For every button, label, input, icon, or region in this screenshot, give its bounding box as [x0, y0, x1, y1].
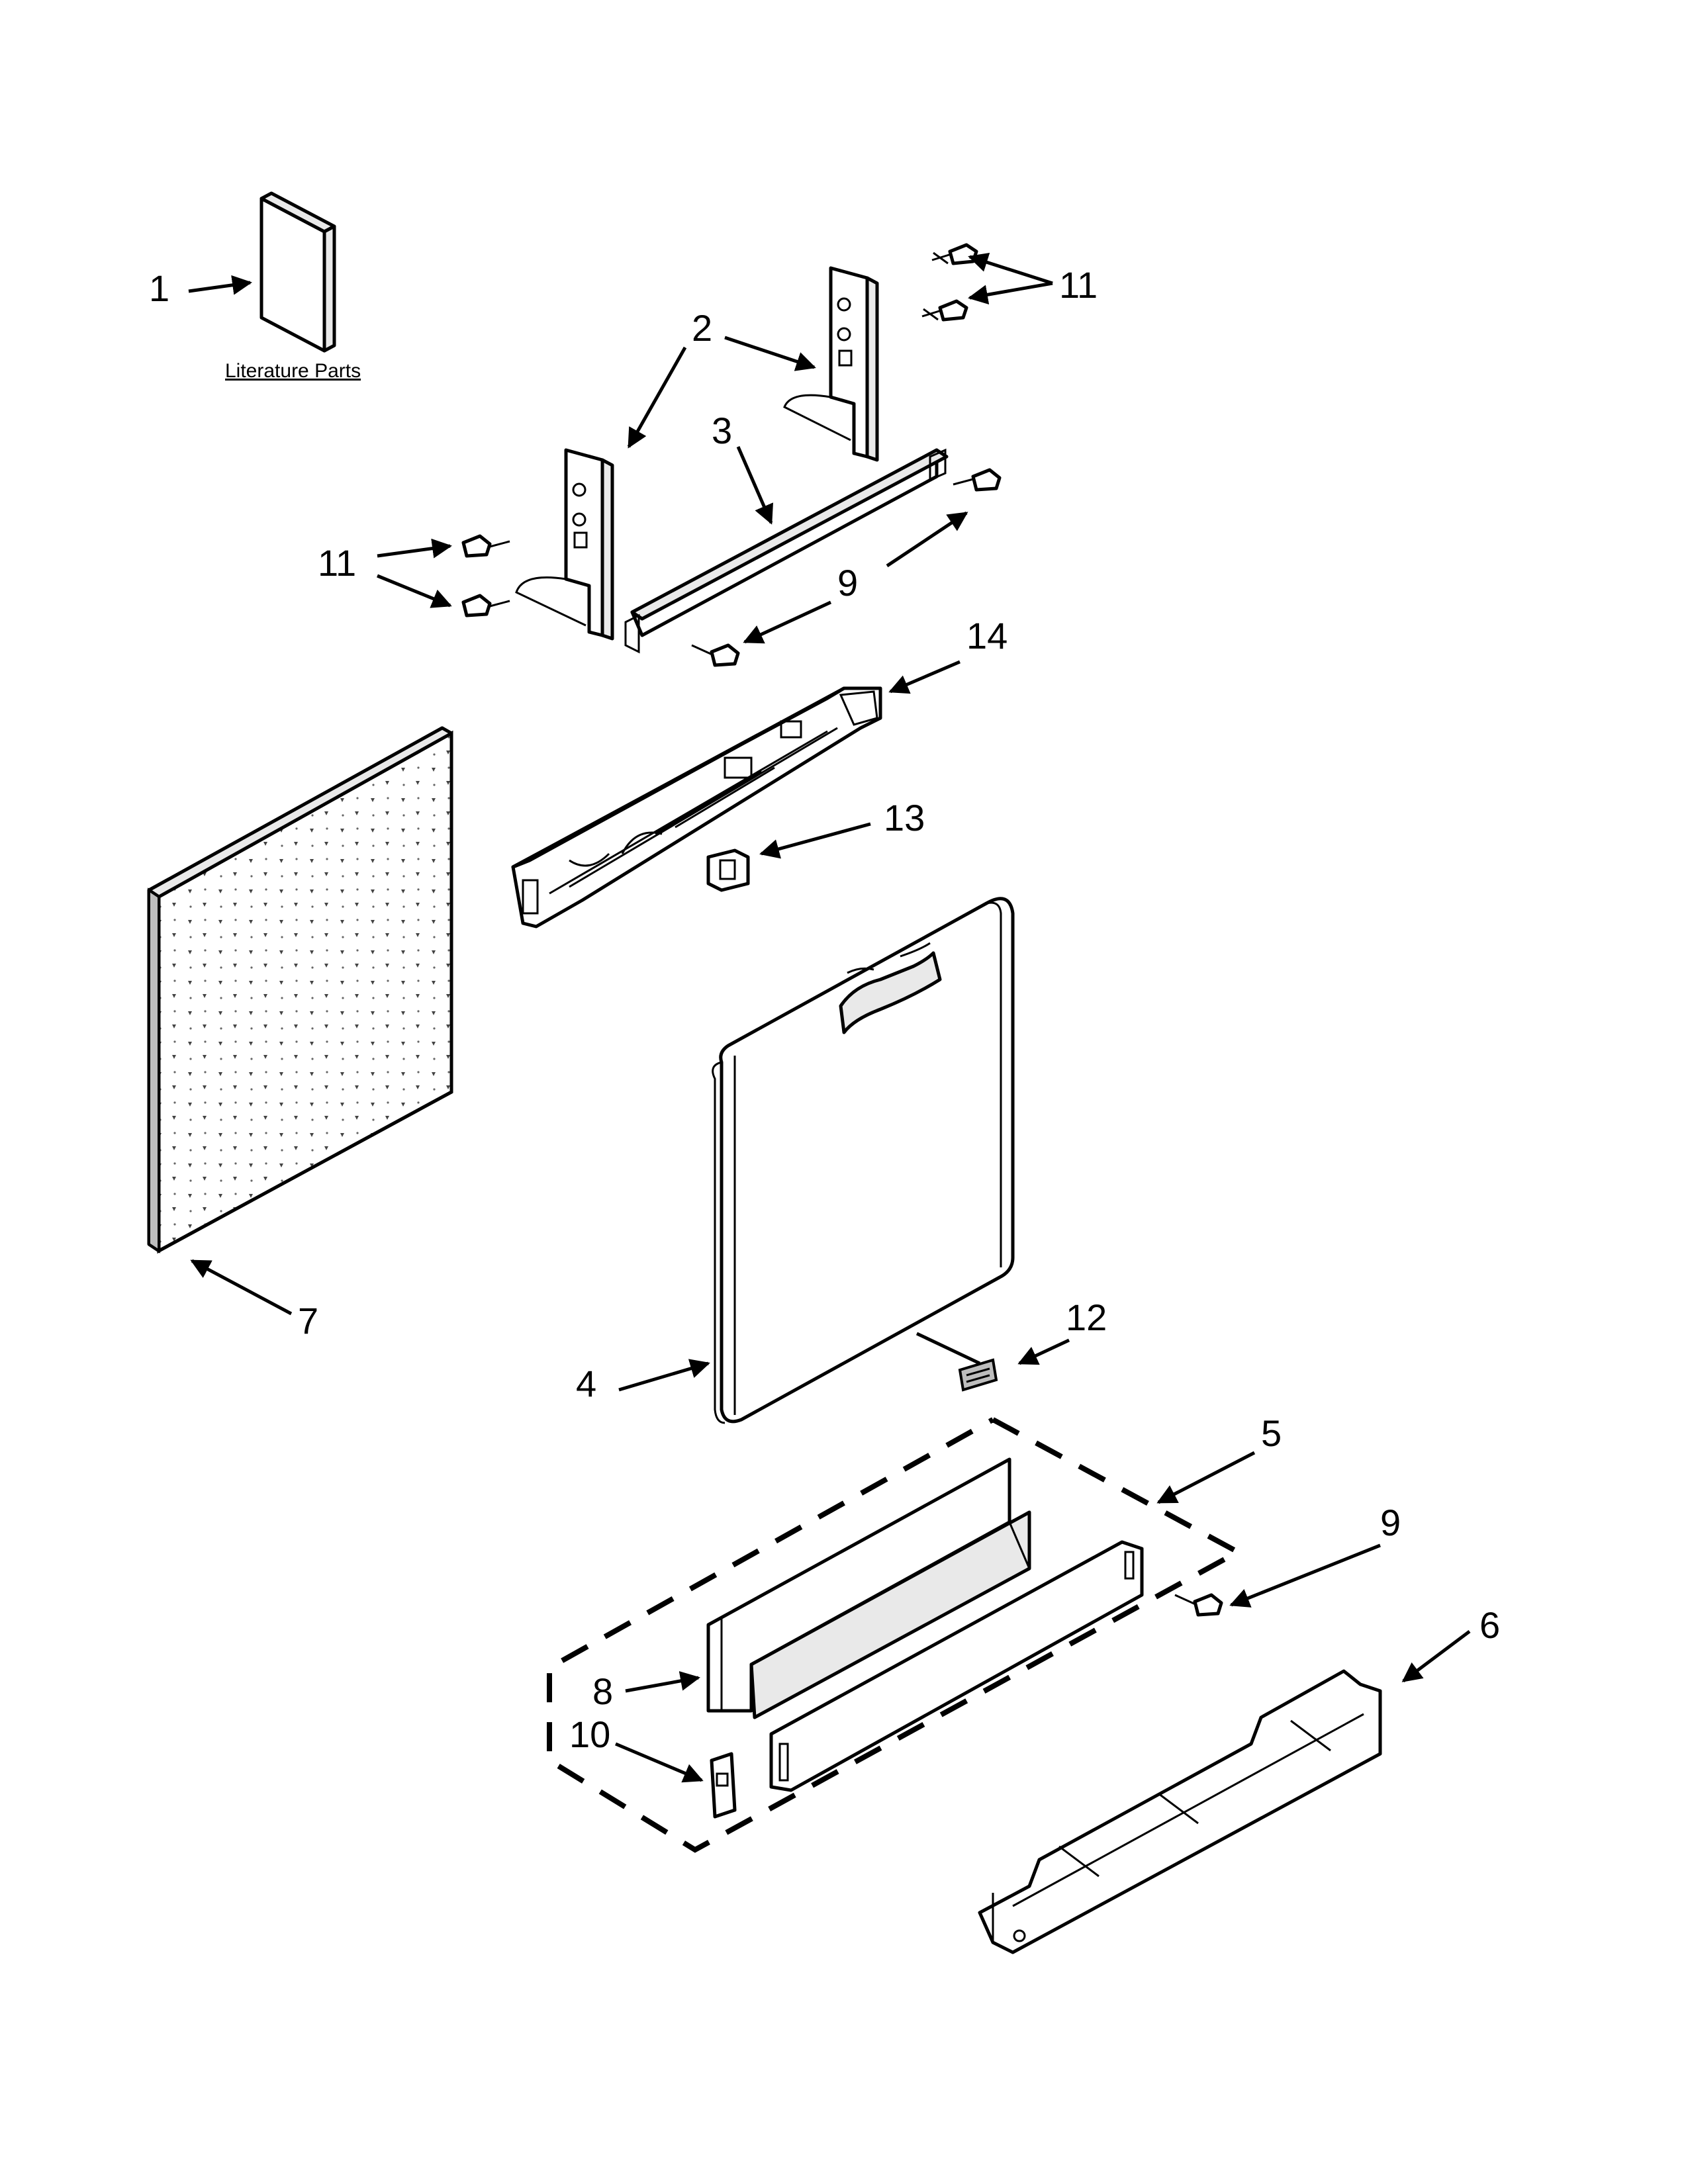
- callout-9-rail: 9: [837, 562, 858, 604]
- toe-panel: [706, 1457, 1031, 1719]
- hinge-bracket-right: [783, 266, 879, 462]
- door-latch: [706, 848, 750, 892]
- toe-panel-assembly-outline: [547, 1417, 1244, 1853]
- callout-1: 1: [149, 267, 169, 309]
- door-badge: [958, 1358, 998, 1392]
- callout-9-toekick: 9: [1380, 1502, 1401, 1543]
- literature-booklet: [259, 191, 336, 353]
- callout-4: 4: [576, 1363, 596, 1404]
- leader-lines: [188, 252, 1471, 1783]
- toe-panel-bracket-strip: [769, 1540, 1144, 1792]
- screw-9-rail-right: [953, 468, 1002, 492]
- top-rail: [624, 448, 949, 654]
- callout-11-left: 11: [318, 542, 356, 584]
- clip: [710, 1752, 737, 1819]
- callout-2: 2: [692, 307, 712, 349]
- console-housing: [511, 686, 882, 929]
- screw-11-left-a: [461, 534, 510, 558]
- screw-9-rail-left: [691, 643, 740, 667]
- callout-10: 10: [569, 1713, 610, 1755]
- screw-9-toekick: [1174, 1593, 1223, 1617]
- screw-11-left-b: [461, 594, 510, 617]
- callout-7: 7: [298, 1300, 318, 1342]
- callout-12: 12: [1066, 1297, 1107, 1338]
- insulation-panel: [147, 726, 453, 1254]
- callout-11-top: 11: [1059, 264, 1098, 306]
- screw-11-top-b: [921, 299, 968, 322]
- callout-3: 3: [712, 410, 732, 451]
- callout-14: 14: [966, 615, 1008, 657]
- callout-13: 13: [884, 797, 925, 839]
- callout-8: 8: [592, 1670, 613, 1712]
- hinge-bracket-left: [515, 448, 614, 641]
- callout-6: 6: [1479, 1604, 1500, 1646]
- literature-parts-label: Literature Parts: [225, 360, 361, 382]
- screw-11-top-a: [931, 243, 978, 265]
- kick-plate: [978, 1669, 1382, 1954]
- outer-door-panel: [712, 897, 1015, 1424]
- callout-5: 5: [1261, 1412, 1282, 1454]
